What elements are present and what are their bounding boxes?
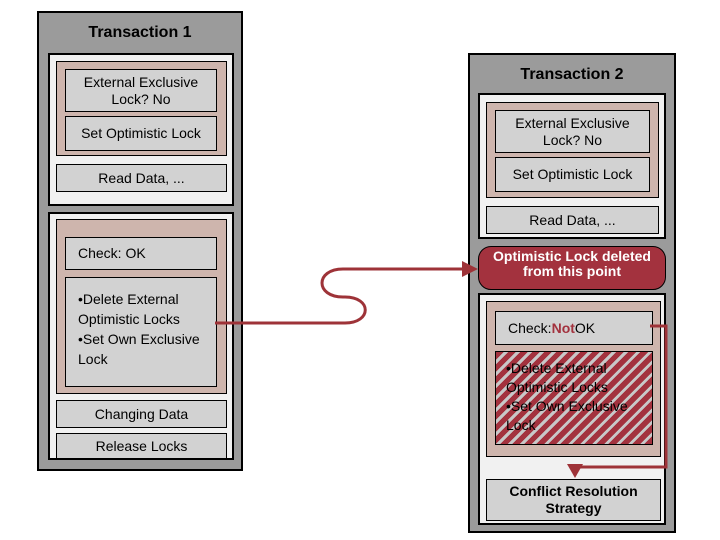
transaction1-delete-locks-step: •Delete External Optimistic Locks •Set O… xyxy=(65,277,217,387)
transaction1-lock-group: External Exclusive Lock? No Set Optimist… xyxy=(56,61,227,156)
transaction1-title: Transaction 1 xyxy=(88,24,192,41)
transaction1-write-phase-panel: Check: OK •Delete External Optimistic Lo… xyxy=(48,212,234,460)
transaction1-release-locks-step: Release Locks xyxy=(56,433,227,459)
transaction1-set-optimistic-step: Set Optimistic Lock xyxy=(65,116,217,151)
transaction2-write-phase-panel: Check: Not OK •Delete External Optimisti… xyxy=(478,293,666,525)
transaction1-column: Transaction 1 External Exclusive Lock? N… xyxy=(37,11,243,471)
transaction1-changing-data-step: Changing Data xyxy=(56,400,227,428)
bullet-item: •Delete External Optimistic Locks xyxy=(506,360,608,395)
transaction1-check-group: Check: OK •Delete External Optimistic Lo… xyxy=(56,219,227,394)
check-suffix: OK xyxy=(574,319,596,336)
transaction2-check-group: Check: Not OK •Delete External Optimisti… xyxy=(486,301,661,457)
transaction1-lock-phase-panel: External Exclusive Lock? No Set Optimist… xyxy=(48,53,234,206)
transaction2-lock-phase-panel: External Exclusive Lock? No Set Optimist… xyxy=(478,93,666,239)
bullet-item: •Set Own Exclusive Lock xyxy=(78,331,200,367)
transaction2-lock-group: External Exclusive Lock? No Set Optimist… xyxy=(486,102,659,198)
t1-to-t2-flow-arrow xyxy=(215,267,463,325)
transaction2-column: Transaction 2 External Exclusive Lock? N… xyxy=(468,53,676,533)
optimistic-lock-deleted-callout: Optimistic Lock deleted from this point xyxy=(478,246,666,290)
bullet-item: •Delete External Optimistic Locks xyxy=(78,291,180,327)
transaction2-title: Transaction 2 xyxy=(520,66,624,83)
transaction2-check-step: Check: Not OK xyxy=(495,311,653,345)
transaction2-delete-locks-step-crossed: •Delete External Optimistic Locks •Set O… xyxy=(495,351,653,445)
transaction2-read-data-step: Read Data, ... xyxy=(486,206,659,234)
transaction1-read-data-step: Read Data, ... xyxy=(56,164,227,192)
transaction1-external-lock-step: External Exclusive Lock? No xyxy=(65,69,217,112)
transaction2-external-lock-step: External Exclusive Lock? No xyxy=(495,110,650,153)
check-prefix: Check: xyxy=(508,319,552,336)
check-not-emphasis: Not xyxy=(551,319,575,336)
transaction1-check-step: Check: OK xyxy=(65,237,217,270)
bullet-item: •Set Own Exclusive Lock xyxy=(506,398,628,433)
conflict-resolution-step: Conflict Resolution Strategy xyxy=(486,479,661,521)
transaction2-set-optimistic-step: Set Optimistic Lock xyxy=(495,157,650,192)
